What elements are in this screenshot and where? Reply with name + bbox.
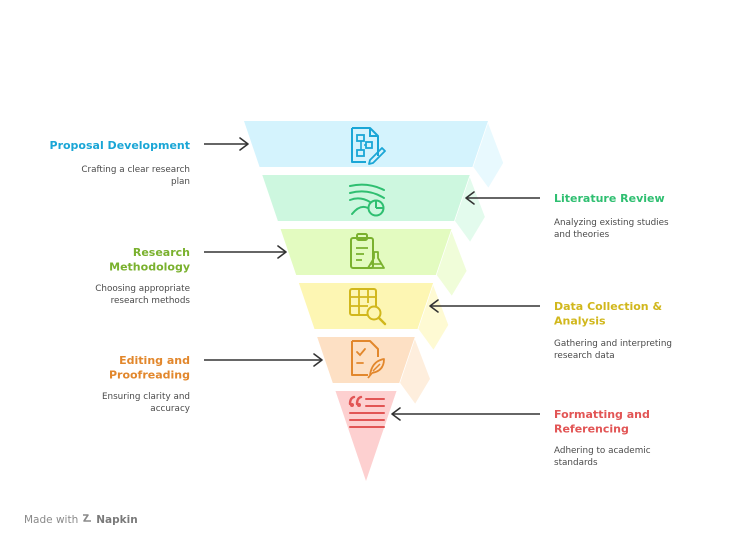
pen [368, 147, 386, 165]
stage-title-editing: Proofreading [109, 369, 190, 382]
table-grid [350, 289, 376, 315]
doc-outline [351, 127, 379, 163]
stage-desc-literature: and theories [554, 230, 610, 240]
table-magnifier-icon [349, 288, 387, 326]
stage-desc-proposal: Crafting a clear research [81, 165, 190, 175]
wind-lines [349, 183, 385, 203]
arrow-head-proposal [239, 137, 249, 151]
clipboard-clip [356, 233, 368, 241]
stage-desc-data: Gathering and interpreting [554, 339, 672, 349]
arrow-head-editing [313, 353, 323, 367]
quote-dot-b [357, 403, 361, 407]
stage-title-editing: Editing and [119, 354, 190, 367]
flowchart-document-pen-icon [351, 127, 386, 165]
magnifier-lens [366, 305, 382, 321]
feather-spine [372, 363, 381, 372]
arrow-head-literature [465, 191, 475, 205]
stage-title-formatting: Referencing [554, 423, 629, 436]
arrow-head-data [429, 299, 439, 313]
funnel-layer-literature [262, 172, 487, 245]
made-with-footer: Made with Napkin [24, 512, 138, 527]
arrow-head-formatting [391, 407, 401, 421]
flask [367, 251, 385, 269]
wind-tail [351, 205, 369, 215]
stage-title-formatting: Formatting and [554, 408, 650, 421]
footer-brand: Napkin [96, 513, 138, 526]
stage-title-data: Analysis [554, 315, 606, 328]
clipboard [350, 237, 374, 269]
funnel-front-formatting [335, 391, 397, 481]
doc-check [356, 348, 366, 364]
quote-dot-a [350, 403, 354, 407]
stage-desc-editing: Ensuring clarity and [102, 392, 190, 402]
clipboard-flask-icon [350, 233, 385, 269]
flow-links [360, 141, 366, 150]
stage-desc-data: research data [554, 351, 615, 361]
magnifier-handle [377, 316, 387, 326]
stage-title-data: Data Collection & [554, 300, 662, 313]
stage-title-methodology: Research [133, 246, 190, 259]
funnel-layer-methodology [280, 226, 469, 299]
stage-title-literature: Literature Review [554, 192, 665, 205]
stage-desc-methodology: Choosing appropriate [95, 284, 190, 294]
stage-desc-methodology: research methods [111, 296, 191, 306]
funnel-front-literature [262, 175, 470, 221]
stage-title-proposal: Proposal Development [50, 139, 190, 152]
arrow-head-methodology [277, 245, 287, 259]
funnel-layer-formatting [335, 391, 397, 481]
quote-lines-icon [348, 395, 385, 428]
wind-pie-chart-icon [349, 183, 385, 217]
stage-desc-proposal: plan [171, 177, 190, 187]
text-lines [349, 398, 385, 428]
funnel-front-methodology [280, 229, 452, 275]
doc-outline [351, 340, 379, 376]
document-feather-icon [351, 340, 385, 379]
stage-title-methodology: Methodology [109, 261, 190, 274]
funnel-layer-editing [317, 334, 432, 407]
footer-prefix: Made with [24, 513, 79, 526]
funnel-front-editing [317, 337, 415, 383]
stage-desc-literature: Analyzing existing studies [554, 218, 669, 228]
feather [367, 358, 385, 379]
doc-fold [369, 128, 378, 137]
stage-desc-formatting: Adhering to academic [554, 446, 651, 456]
pie-slice [375, 200, 384, 209]
stage-desc-formatting: standards [554, 458, 598, 468]
quote-marks [348, 395, 363, 406]
clipboard-lines [356, 247, 368, 261]
napkin-logo-icon [81, 512, 93, 527]
stage-desc-editing: accuracy [150, 404, 190, 414]
table-frame [349, 288, 377, 316]
